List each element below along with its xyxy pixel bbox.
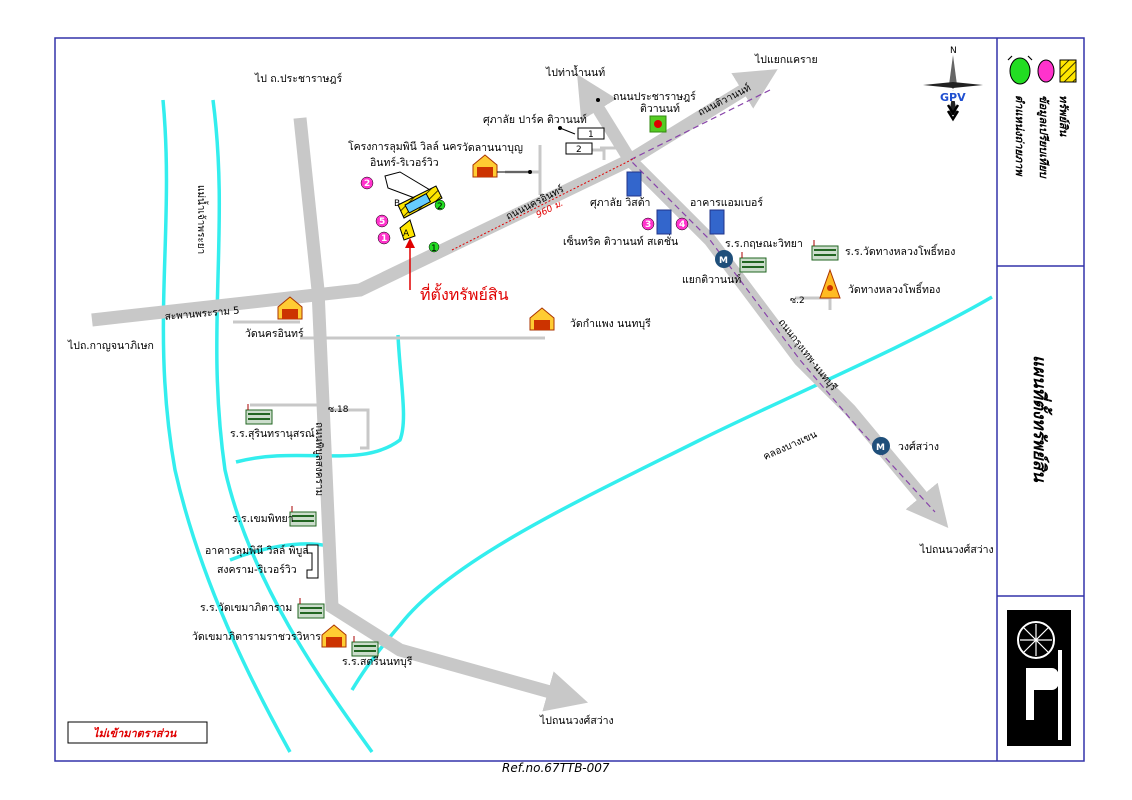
compass-north: N: [950, 46, 957, 56]
label-lumpini-pibul: อาคารลุมพินี วิลล์ พิบูล: [205, 544, 309, 557]
svg-text:B: B: [394, 199, 400, 209]
metro-station-wong-sawang: M: [872, 437, 890, 455]
svg-text:M: M: [719, 256, 728, 266]
svg-text:A: A: [403, 229, 410, 239]
canal-branch-1: [235, 334, 406, 464]
legend-swatch-photo: [1009, 57, 1031, 85]
building-1-label: 1: [588, 130, 594, 140]
label-lumpini-project: โครงการลุมพินี วิลล์ นคร: [348, 140, 462, 153]
label-lumpini-pibul-2: สงคราม-ริเวอร์วิว: [217, 563, 297, 576]
comparable-1-label: 2: [364, 179, 370, 189]
label-to-kanchana: ไปถ.กาญจนาภิเษก: [67, 339, 154, 352]
comparable-2-label: 1: [381, 234, 387, 244]
map-frame: [54, 37, 1085, 762]
label-wat-khema: วัดเขมาภิตารามราชวรวิหาร: [192, 631, 321, 643]
label-satri-nonthaburi: ร.ร.สตรีนนทบุรี: [342, 655, 413, 668]
label-to-prachachuen: ไป ถ.ประชาราษฎร์: [254, 72, 342, 85]
comparable-4-label: 4: [679, 220, 685, 230]
photo-1-label: 1: [431, 244, 437, 254]
road-to-tha-nam: [577, 74, 636, 164]
comparable-markers: 2 1 5 3 4: [360, 176, 689, 245]
legend-label-photo: ตำแหน่งถ่ายภาพ: [1013, 95, 1026, 177]
label-yaek-tiwanon: แยกติวานนท์: [682, 273, 741, 286]
comparable-3-label: 3: [645, 220, 651, 230]
road-krung-thep-nonthaburi: [625, 155, 949, 528]
label-khemaphithaya: ร.ร.เขมพิทยา: [232, 513, 294, 525]
company-logo: [1007, 610, 1071, 746]
building-2-label: 2: [576, 145, 582, 155]
label-soi-2: ซ.2: [790, 296, 805, 306]
photo-markers: 2 1: [428, 199, 446, 254]
label-wat-kamphaeng: วัดกำแพง นนทบุรี: [570, 317, 651, 330]
legend-label-comparable: ข้อมูลเปรียบเทียบ: [1036, 95, 1050, 180]
label-wat-nakhon-in: วัดนครอินทร์: [245, 327, 304, 340]
chao-phraya-river-east: [211, 99, 374, 754]
road-pibul-songkhram: [293, 117, 589, 712]
canal-branch-2: [229, 542, 329, 562]
minor-roads: [233, 145, 832, 450]
chao-phraya-river-west: [161, 99, 292, 753]
label-bang-khen-canal: คลองบางเขน: [762, 429, 819, 463]
scale-note-box: [67, 721, 208, 744]
photo-2-label: 2: [437, 202, 443, 212]
legend-photo-arrows: [1007, 55, 1033, 61]
temple-icon-kamphaeng: [529, 307, 555, 331]
reference-number: Ref.no.67TTB-007: [502, 761, 610, 775]
label-centric: เซ็นทริค ติวานนท์ สเตชั่น: [563, 234, 678, 248]
scale-note: ไม่เข้ามาตราส่วน: [93, 726, 177, 740]
legend-swatch-property: [1059, 59, 1077, 83]
property-plot-a: [399, 219, 416, 241]
prachachuen-dot: [596, 98, 600, 102]
school-icons: [245, 240, 839, 657]
map-title: แผนที่ตั้งทรัพย์สิน: [1029, 355, 1053, 483]
label-wong-sawang: วงศ์สว่าง: [898, 440, 939, 453]
label-pibul-road: ถนนพิบูลสงคราม: [313, 422, 324, 496]
compass-logo: GPV: [940, 91, 966, 104]
legend-swatch-comparable: [1037, 59, 1055, 83]
label-to-wong-sawang-bottom: ไปถนนวงศ์สว่าง: [539, 714, 614, 727]
label-amber: อาคารแอมเบอร์: [690, 196, 763, 209]
label-to-tha-nam-non: ไปท่าน้ำนนท์: [545, 65, 605, 79]
bang-khen-canal: [350, 295, 993, 691]
temple-icon-khema: [321, 624, 347, 648]
label-lumpini-project-2: อินทร์-ริเวอร์วิว: [370, 156, 439, 169]
label-prachachuen-road: ถนนประชาราษฎร์: [613, 90, 696, 103]
svg-text:M: M: [876, 443, 885, 453]
legend: ทรัพย์สิน ข้อมูลเปรียบเทียบ ตำแหน่งถ่ายภ…: [1007, 55, 1077, 180]
label-soi-18: ซ.18: [328, 405, 349, 415]
label-to-wong-sawang-right: ไปถนนวงศ์สว่าง: [919, 543, 994, 556]
temple-icon-phothong: [819, 268, 841, 299]
road-rama5-nakhon-in: [91, 69, 778, 327]
label-chao-phraya: แม่น้ำเจ้าพระยา: [195, 185, 209, 254]
label-kritsana: ร.ร.กฤษณะวิทยา: [725, 238, 803, 250]
compass-rose: [923, 55, 983, 122]
temple-icon-nakhon-in: [277, 296, 303, 320]
label-wat-lan-na-bun: วัดลานนาบุญ: [462, 142, 523, 154]
comparable-5-label: 5: [379, 217, 385, 227]
label-krung-thep-road: ถนนกรุงเทพ-นนทบุรี: [776, 316, 840, 393]
metro-station-tiwanon: M: [715, 250, 733, 268]
label-to-khae-rai: ไปแยกแคราย: [754, 53, 818, 66]
lumpini-pibul-building: [306, 544, 319, 579]
label-school-phothong: ร.ร.วัดทางหลวงโพธิ์ทอง: [845, 243, 955, 258]
legend-label-property: ทรัพย์สิน: [1057, 95, 1070, 137]
temple-icon-lan-na-bun: [472, 154, 498, 178]
label-supalai-vista: ศุภาลัย วิสต้า: [590, 197, 650, 209]
condo-building-icons: [626, 171, 725, 235]
label-supalai-park: ศุภาลัย ปาร์ค ติวานนท์: [483, 113, 587, 126]
label-wat-phothong: วัดทางหลวงโพธิ์ทอง: [848, 281, 940, 296]
property-location-label: ที่ตั้งทรัพย์สิน: [420, 283, 509, 304]
supalai-park-blocks: 1 2: [558, 126, 605, 155]
label-tiwanon-mall: ติวานนท์: [640, 102, 680, 115]
label-surinthranusorn: ร.ร.สุรินทรานุสรณ์: [230, 427, 315, 440]
label-school-khema: ร.ร.วัดเขมาภิตาราม: [200, 602, 292, 614]
property-site: B A: [384, 171, 443, 241]
